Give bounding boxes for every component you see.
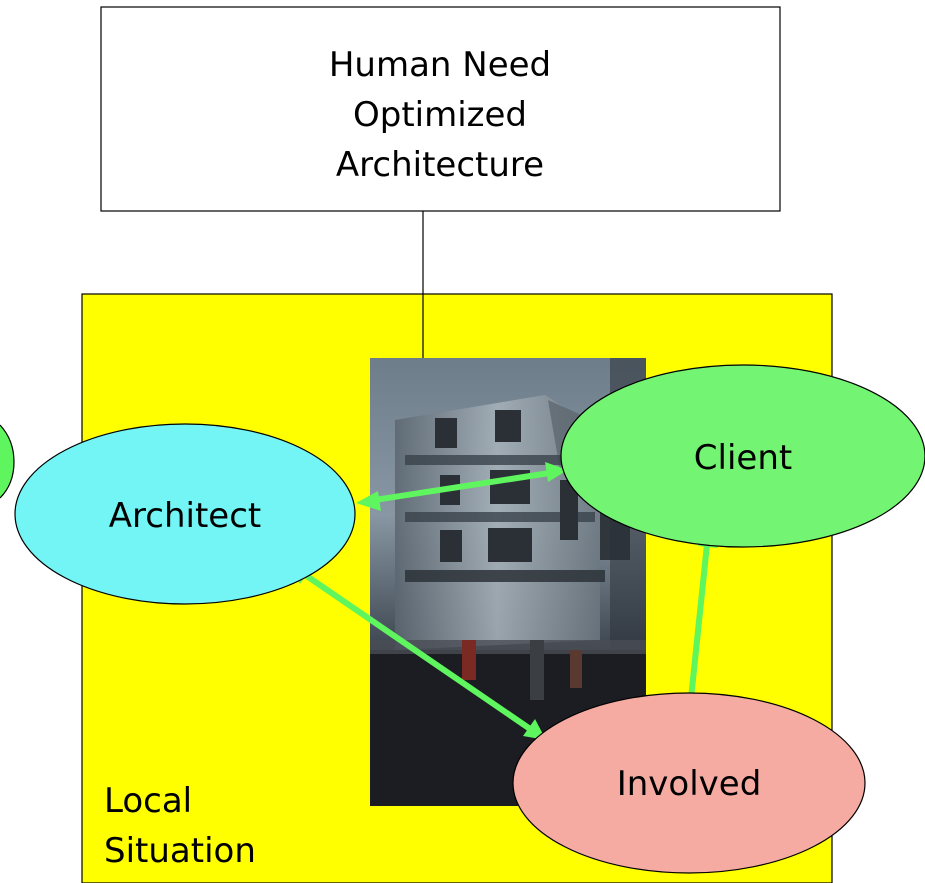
local-situation-label: Local Situation: [104, 781, 256, 871]
involved-node: Involved: [512, 692, 866, 874]
partial-ellipse-edge: [0, 424, 15, 499]
architect-label: Architect: [109, 496, 261, 536]
architect-node: Architect: [14, 423, 356, 605]
client-node: Client: [560, 364, 925, 548]
top-box-line-3: Architecture: [336, 145, 544, 185]
arrow-architect-involved: [296, 567, 538, 736]
local-situation-line-1: Local: [104, 781, 192, 821]
arrow-client-involved: [687, 534, 711, 709]
client-label: Client: [694, 438, 792, 478]
arrows: [296, 469, 711, 736]
top-box-line-2: Optimized: [353, 95, 527, 135]
arrowhead: [356, 491, 381, 511]
top-box: Human Need Optimized Architecture: [100, 6, 781, 212]
arrowhead: [545, 462, 568, 482]
arrow-architect-client: [367, 469, 557, 504]
building-photo: [370, 358, 646, 806]
local-situation-line-2: Situation: [104, 831, 256, 871]
involved-label: Involved: [617, 764, 762, 804]
top-box-line-1: Human Need: [329, 45, 551, 85]
